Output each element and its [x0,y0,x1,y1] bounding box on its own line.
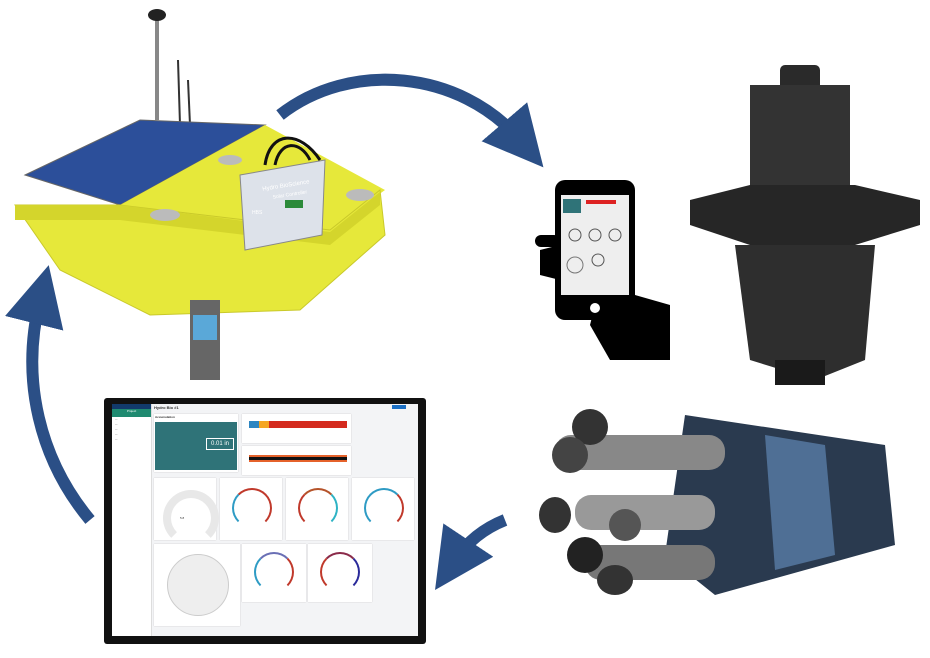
bar-chart-card-2 [242,446,351,475]
accumulation-value: 0.01 in [205,438,234,450]
arrow-buoy-to-phone [276,73,544,168]
action-button[interactable] [392,405,406,409]
sidebar-project[interactable]: Project [112,409,151,417]
dashboard-screen: Project ————— Hydro Bio #1 Accumulation … [112,404,418,636]
arrow-dashboard-to-buoy [5,265,95,524]
gauge-card-1: 5.8 [154,478,219,546]
gauge-card-4 [352,478,414,540]
tablet-dashboard: Project ————— Hydro Bio #1 Accumulation … [104,398,426,644]
gauge-card-2 [220,478,282,540]
gauge-card-3 [286,478,348,540]
gauge-card-5 [242,544,306,602]
sonde-image [539,409,895,595]
clock-card [154,544,240,626]
accumulation-card: Accumulation 0.01 in [154,414,238,472]
buoy-illustration [14,9,386,380]
accumulation-title: Accumulation [155,415,175,419]
dashboard-title: Hydro Bio #1 [154,405,179,410]
smartphone-hand-icon [535,180,670,360]
arrow-sonde-to-dashboard [435,514,508,590]
sensor-housing-image [690,65,920,385]
sidebar: Project ————— [112,404,152,636]
bar-chart-card-1 [242,414,351,443]
controller-logo: HBS [252,210,263,216]
gauge-value: 5.8 [180,516,185,520]
gauge-card-6 [308,544,372,602]
